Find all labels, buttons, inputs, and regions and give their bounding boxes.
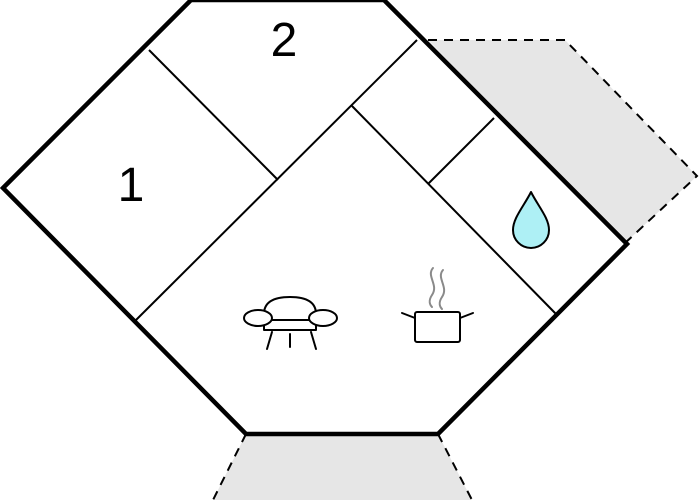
cooking-pot-icon xyxy=(401,267,474,343)
interior-walls xyxy=(133,39,557,323)
outer-wall xyxy=(0,0,631,437)
room-number-1: 1 xyxy=(118,159,145,212)
sofa-icon xyxy=(243,296,338,350)
water-drop-icon xyxy=(512,191,550,249)
room-number-2: 2 xyxy=(271,14,298,67)
terrace-right xyxy=(428,39,699,245)
terrace-bottom xyxy=(212,433,473,500)
